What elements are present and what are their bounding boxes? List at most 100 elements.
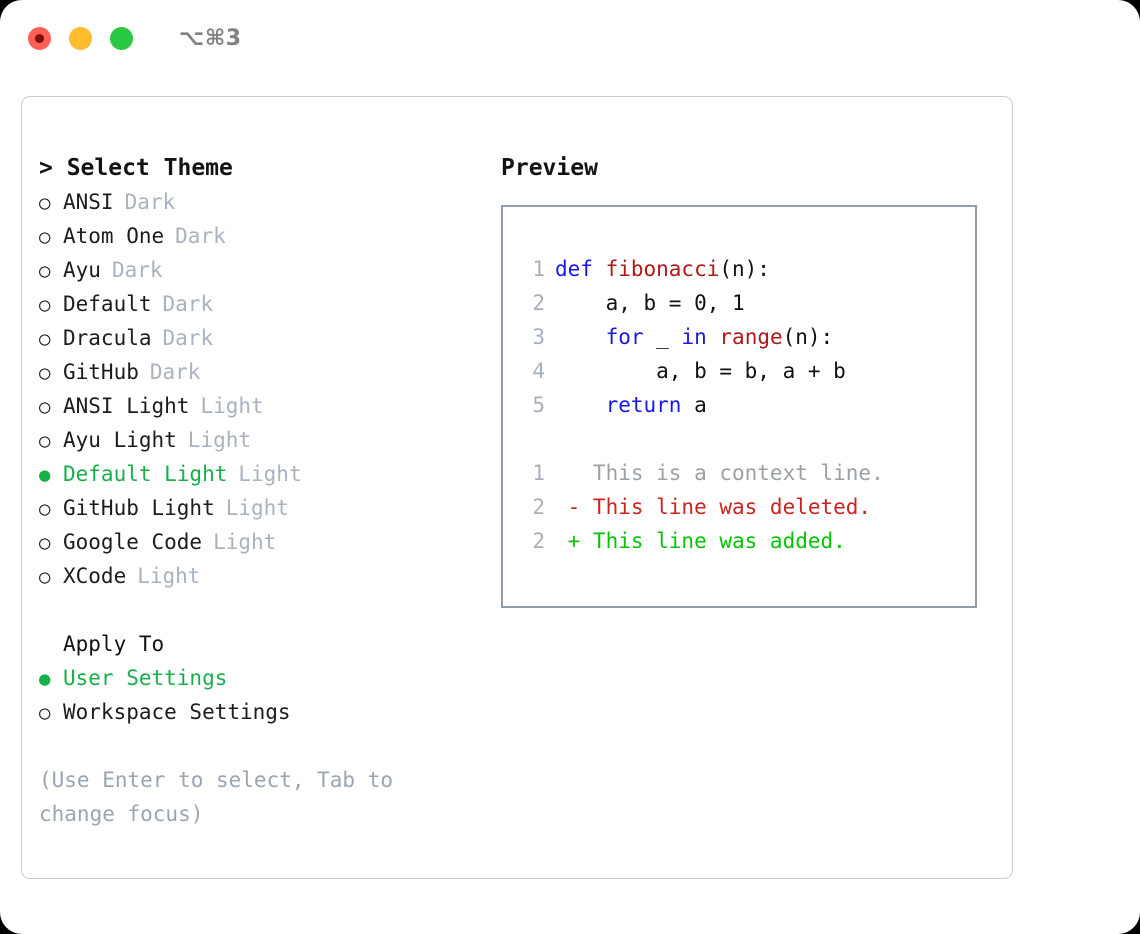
radio-unselected-icon: ○ [39,226,51,248]
theme-list-item[interactable]: ○ Ayu Light Light [39,423,489,457]
code-text: a, b = 0, 1 [555,286,745,320]
select-theme-header: > Select Theme [39,155,233,181]
diff-text-add: + This line was added. [555,529,846,553]
apply-to-item[interactable]: ○ Workspace Settings [39,695,489,729]
code-line: 4 a, b = b, a + b [517,354,975,388]
theme-name-label: ANSI [63,190,114,214]
maximize-button[interactable] [110,26,133,50]
theme-variant-badge: Light [225,496,289,520]
radio-unselected-icon: ○ [39,498,51,520]
theme-variant-badge: Light [213,530,277,554]
radio-unselected-icon: ○ [39,328,51,350]
theme-name-label: Google Code [63,530,203,554]
code-line: 3 for _ in range(n): [517,320,975,354]
code-token-plain: a, b = b, a + b [555,359,846,383]
theme-name-label: ANSI Light [63,394,190,418]
close-button[interactable] [28,26,51,50]
theme-variant-badge: Light [200,394,264,418]
code-token-fn: range [719,325,783,349]
theme-list-item[interactable]: ○ Google Code Light [39,525,489,559]
diff-sample: 1 This is a context line. 2 - This line w… [517,456,975,558]
theme-list-item[interactable]: ○ GitHub Light Light [39,491,489,525]
theme-variant-badge: Light [187,428,252,452]
line-number: 1 [532,257,545,281]
code-diff-gap [517,422,975,456]
theme-list-item[interactable]: ○ ANSI Dark [39,185,489,219]
code-line: 1 def fibonacci(n): [517,252,975,286]
apply-to-list[interactable]: ●User Settings ○ Workspace Settings [39,661,489,729]
radio-unselected-icon: ○ [39,192,51,214]
code-token-fn: fibonacci [605,257,720,281]
line-number: 5 [532,393,545,417]
code-text: return a [555,388,707,422]
theme-list-item[interactable]: ○ XCode Light [39,559,489,593]
line-number: 3 [532,325,545,349]
close-icon [35,33,44,43]
radio-unselected-icon: ○ [39,396,51,418]
diff-line: 2 - This line was deleted. [517,490,975,524]
window-title: ⌥⌘3 [179,25,242,51]
theme-name-label: XCode [63,564,127,588]
theme-name-label: Ayu Light [63,428,177,452]
theme-name-label: Ayu [63,258,101,282]
radio-unselected-icon: ○ [39,362,51,384]
code-token-plain: (n): [782,325,834,349]
theme-variant-badge: Dark [162,292,214,316]
code-token-plain: (n): [719,257,770,281]
code-text: def fibonacci(n): [555,252,770,286]
code-line: 5 return a [517,388,975,422]
theme-list-item[interactable]: ○ Default Dark [39,287,489,321]
code-token-plain: a, b = 0, 1 [555,291,745,315]
code-token-kw: for [605,325,644,349]
theme-name-label: Default Light [63,462,228,486]
code-token-plain: _ [643,325,682,349]
theme-name-label: GitHub Light [63,496,215,520]
title-bar: ⌥⌘3 [0,0,1140,76]
radio-unselected-icon: ○ [39,702,51,724]
radio-unselected-icon: ○ [39,260,51,282]
theme-name-label: Dracula [63,326,152,350]
code-token-plain: a [681,393,707,417]
apply-to-header: Apply To [63,632,165,656]
theme-name-label: Atom One [63,224,165,248]
minimize-button[interactable] [69,26,92,50]
line-number: 2 [532,529,545,553]
radio-unselected-icon: ○ [39,566,51,588]
apply-to-item[interactable]: ●User Settings [39,661,489,695]
radio-unselected-icon: ○ [39,430,51,452]
radio-selected-icon: ● [39,668,51,690]
theme-list-item[interactable]: ○ ANSI Light Light [39,389,489,423]
apply-to-label: Workspace Settings [63,700,291,724]
diff-text-del: - This line was deleted. [555,495,872,519]
line-number: 2 [532,495,545,519]
line-number: 4 [532,359,545,383]
diff-text-ctx: This is a context line. [555,461,884,485]
theme-name-label: Default [63,292,152,316]
radio-unselected-icon: ○ [39,532,51,554]
keyboard-hint: (Use Enter to select, Tab to change focu… [39,768,406,826]
theme-variant-badge: Light [137,564,201,588]
theme-variant-badge: Dark [124,190,176,214]
code-line: 2 a, b = 0, 1 [517,286,975,320]
code-token-plain [707,325,720,349]
line-number: 1 [532,461,545,485]
code-token-plain [555,325,606,349]
preview-title: Preview [501,155,598,181]
code-token-kw: in [681,325,707,349]
radio-unselected-icon: ○ [39,294,51,316]
code-token-plain [555,393,606,417]
radio-selected-icon: ● [39,464,51,486]
line-number: 2 [532,291,545,315]
